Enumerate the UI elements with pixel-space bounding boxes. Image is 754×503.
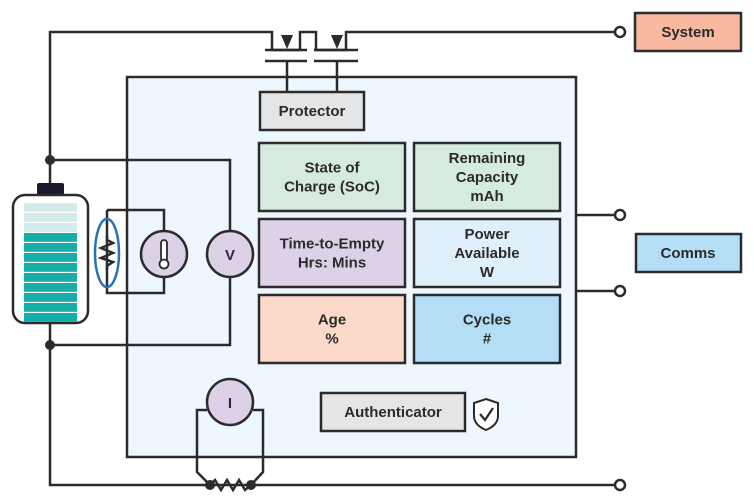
comms-label: Comms: [660, 245, 715, 262]
battery-cell-filled: [24, 283, 77, 292]
metric-box-cycles: [412, 293, 562, 365]
comms-terminal-2: [613, 284, 627, 298]
thermistor-highlight: [93, 217, 121, 289]
metric-label-cycles: #: [483, 331, 492, 348]
metric-label-soc: State of: [304, 160, 360, 177]
metric-label-time-to-empty: Hrs: Mins: [298, 255, 366, 272]
protector-block: [258, 90, 366, 132]
shunt-resistor-icon: [209, 477, 252, 493]
battery-cell-filled: [24, 303, 77, 312]
metric-box-remaining-capacity: [412, 141, 562, 213]
voltage-sensor-label: V: [225, 247, 235, 264]
battery-cell-filled: [24, 273, 77, 282]
battery-cell-filled: [24, 313, 77, 322]
battery-cell-empty: [24, 223, 77, 232]
metric-box-age: [257, 293, 407, 365]
node-positive: [45, 155, 55, 165]
ground-terminal: [613, 478, 627, 492]
current-sensor-label: I: [228, 395, 232, 412]
battery-cell-filled: [24, 293, 77, 302]
battery-cell-filled: [24, 253, 77, 262]
comms-wires: [576, 213, 620, 293]
battery-level: [24, 203, 77, 322]
battery-cell-empty: [24, 213, 77, 222]
voltage-sensor: [205, 229, 255, 279]
metric-box-soc: [257, 141, 407, 213]
battery-cell-empty: [24, 203, 77, 212]
metric-label-age: %: [325, 331, 338, 348]
system-terminal: [613, 25, 627, 39]
metric-box-power-available: [412, 217, 562, 289]
metric-label-soc: Charge (SoC): [284, 179, 380, 196]
metric-label-age: Age: [318, 312, 346, 329]
metric-label-power-available: W: [480, 264, 495, 281]
metric-label-time-to-empty: Time-to-Empty: [280, 236, 385, 253]
metric-label-remaining-capacity: mAh: [470, 188, 503, 205]
mosfet-2-arrow: [331, 35, 343, 49]
shield-check-icon: [473, 397, 499, 432]
shunt-node-right: [246, 480, 256, 490]
power-path-wires: [48, 30, 620, 160]
metric-label-remaining-capacity: Capacity: [456, 169, 519, 186]
metric-label-power-available: Available: [454, 245, 519, 262]
mosfet-arrows: [281, 35, 343, 49]
metric-label-remaining-capacity: Remaining: [449, 150, 526, 167]
node-negative: [45, 340, 55, 350]
metric-label-cycles: Cycles: [463, 312, 511, 329]
system-block: [633, 11, 743, 53]
battery-cell-filled: [24, 233, 77, 242]
battery-cap: [37, 183, 64, 195]
comms-block: [634, 232, 743, 274]
authenticator-block: [319, 391, 467, 433]
metric-label-power-available: Power: [464, 226, 509, 243]
battery-cell-filled: [24, 243, 77, 252]
system-label: System: [661, 24, 714, 41]
thermometer-icon: [158, 239, 170, 270]
thermistor-resistor-icon: [97, 236, 117, 270]
mosfet-1-arrow: [281, 35, 293, 49]
authenticator-label: Authenticator: [344, 404, 442, 421]
protector-label: Protector: [279, 103, 346, 120]
comms-terminal-1: [613, 208, 627, 222]
metric-box-time-to-empty: [257, 217, 407, 289]
battery-cell-filled: [24, 263, 77, 272]
current-sense-wires: [195, 408, 265, 493]
current-sensor: [205, 377, 255, 427]
shunt-node-left: [205, 480, 215, 490]
